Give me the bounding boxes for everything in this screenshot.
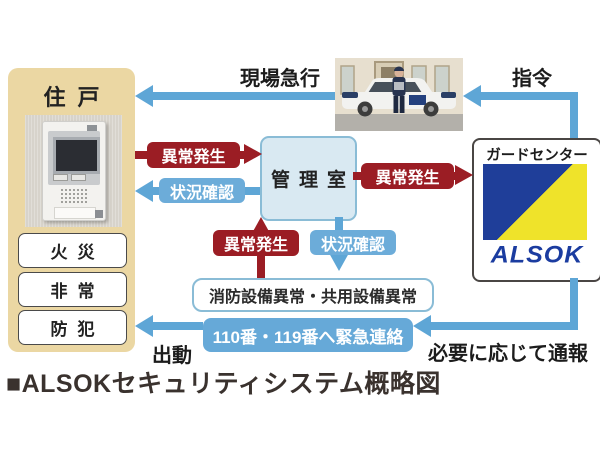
status-pill-facility: 状況確認 — [310, 230, 396, 255]
alert-pill-guard: 異常発生 — [361, 163, 454, 189]
label-rush-to-scene: 現場急行 — [240, 68, 320, 90]
intercom-button — [71, 174, 86, 181]
status-pill-residence: 状況確認 — [159, 178, 245, 203]
guard-center-box: ガードセンター ALSOK — [472, 138, 600, 282]
arrow-left-icon — [135, 180, 153, 202]
arrow-left-icon — [135, 315, 153, 337]
flow-line-guard-down — [570, 278, 578, 330]
flow-line-call-to-residence — [152, 322, 203, 330]
alsok-logo — [483, 164, 587, 240]
arrow-right-icon — [244, 144, 262, 164]
diagram-caption: ■ALSOKセキュリティシステム概略図 — [6, 370, 441, 398]
arrow-left-icon — [413, 315, 431, 337]
intercom-photo — [25, 115, 122, 227]
patrol-car-photo — [335, 58, 463, 131]
arrow-right-icon — [455, 165, 473, 185]
flow-line-car-to-residence — [152, 92, 335, 100]
emergency-call-box: 110番・119番へ緊急連絡 — [203, 318, 413, 352]
arrow-down-icon — [329, 253, 349, 271]
residence-title: 住戸 — [43, 85, 112, 110]
residence-box: 住戸 火災 非常 防犯 — [8, 68, 135, 352]
flow-line-guard-to-call — [431, 322, 578, 330]
alert-pill-residence: 異常発生 — [147, 142, 240, 168]
intercom-nameplate — [54, 207, 96, 219]
intercom-screen — [53, 137, 100, 174]
alert-pill-facility: 異常発生 — [213, 230, 299, 256]
label-dispatch: 出動 — [152, 345, 192, 367]
control-room-box: 管理室 — [260, 136, 357, 221]
guard-center-title: ガードセンター — [486, 148, 588, 164]
alarm-button-crime: 防犯 — [18, 310, 127, 345]
intercom-notch — [95, 210, 103, 218]
intercom-button — [53, 174, 68, 181]
alsok-wordmark: ALSOK — [490, 241, 584, 269]
intercom-device — [42, 121, 106, 221]
flow-line-guard-to-car — [480, 92, 578, 100]
intercom-led — [87, 125, 97, 131]
patrol-car-illustration — [335, 58, 463, 131]
arrow-left-icon — [135, 85, 153, 107]
label-command: 指令 — [512, 68, 552, 90]
alarm-button-emergency: 非常 — [18, 272, 127, 307]
alarm-button-fire: 火災 — [18, 233, 127, 268]
intercom-speaker — [60, 188, 87, 205]
flow-line-guard-up — [570, 92, 578, 138]
facility-abnormal-box: 消防設備異常・共用設備異常 — [192, 278, 434, 312]
arrow-left-icon — [463, 85, 481, 107]
label-notify-as-needed: 必要に応じて通報 — [428, 343, 588, 365]
